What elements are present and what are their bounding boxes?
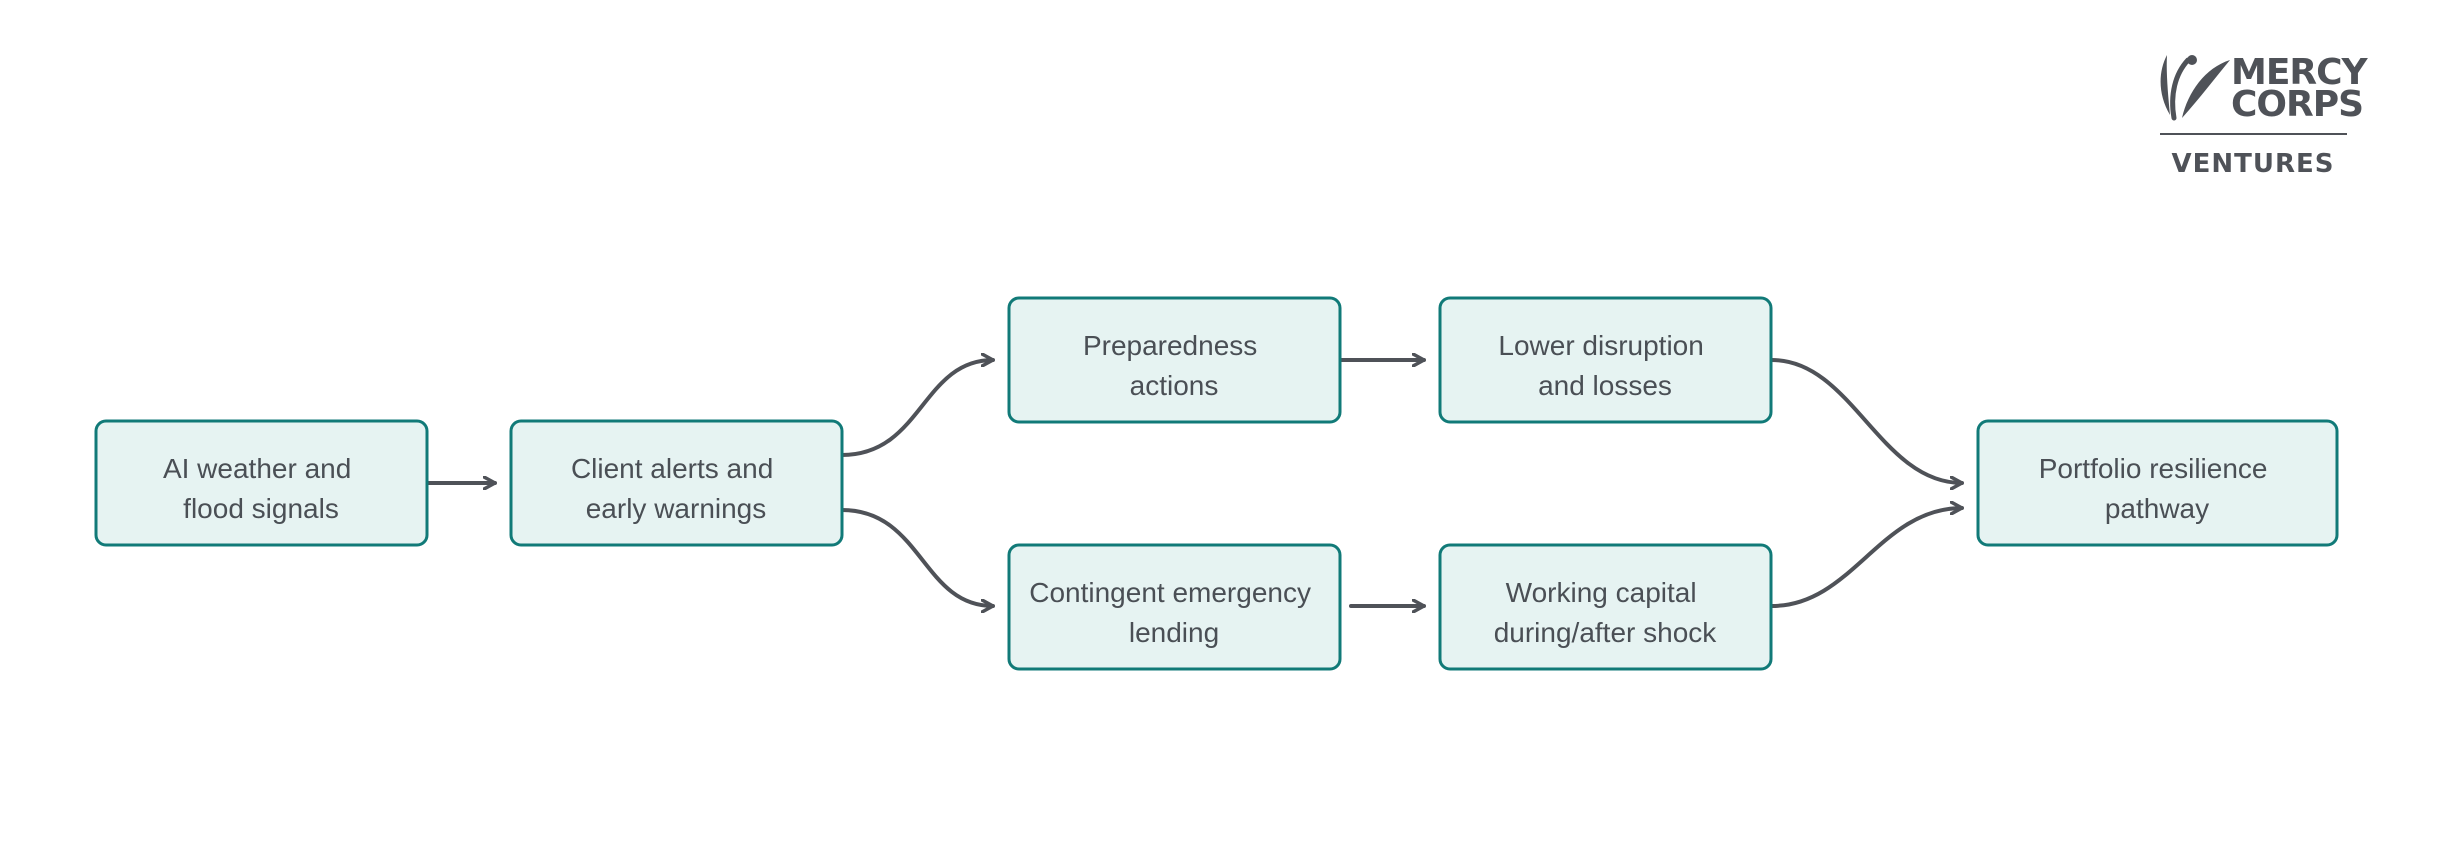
node-box — [509, 419, 844, 547]
node-box — [1007, 296, 1342, 424]
node-label-line: Lower disruption — [1498, 330, 1703, 361]
node-box — [1976, 419, 2339, 547]
node-label-line: Portfolio resilience — [2039, 453, 2268, 484]
mercy-corps-ventures-logo: MERCY CORPS VENTURES — [2160, 52, 2370, 179]
edge-lower-disruption-to-portfolio-resilience — [1770, 358, 1964, 483]
node-label-line: Preparedness — [1083, 330, 1257, 361]
node-ai-weather: AI weather and flood signals — [94, 419, 429, 547]
svg-text:Contingent emergency len: Contingent emergency lending — [1029, 577, 1319, 648]
node-label-line: during/after shock — [1494, 617, 1718, 648]
node-label-line: Client alerts and — [571, 453, 773, 484]
svg-text:Preparedness actions: Preparedness actions — [1083, 330, 1265, 401]
svg-text:AI weather and flood sig: AI weather and flood signals — [163, 453, 359, 524]
logo-line-ventures: VENTURES — [2172, 149, 2335, 179]
node-label-line: lending — [1129, 617, 1219, 648]
logo-leaf-icon — [2160, 55, 2230, 121]
node-label-line: and losses — [1538, 370, 1672, 401]
svg-text:Working capital during/a: Working capital during/after shock — [1494, 577, 1718, 648]
node-label-line: early warnings — [586, 493, 767, 524]
edges — [425, 358, 1964, 608]
svg-text:Client alerts and early: Client alerts and early warnings — [571, 453, 781, 524]
node-box — [1007, 543, 1342, 671]
node-label-line: pathway — [2105, 493, 2209, 524]
node-label-line: flood signals — [183, 493, 339, 524]
node-contingent-lending: Contingent emergency lending — [1007, 543, 1342, 671]
edge-client-alerts-to-contingent-lending — [840, 508, 995, 606]
node-preparedness: Preparedness actions — [1007, 296, 1342, 424]
logo-line-mercy: MERCY — [2231, 52, 2369, 93]
edge-working-capital-to-portfolio-resilience — [1770, 508, 1964, 608]
node-portfolio-resilience: Portfolio resilience pathway — [1976, 419, 2339, 547]
svg-text:Lower disruption and los: Lower disruption and losses — [1498, 330, 1711, 401]
logo-line-corps: CORPS — [2231, 84, 2363, 125]
node-box — [1438, 296, 1773, 424]
node-label-line: Working capital — [1506, 577, 1697, 608]
svg-text:Portfolio resilience pat: Portfolio resilience pathway — [2039, 453, 2276, 524]
node-label-line: Contingent emergency — [1029, 577, 1311, 608]
node-client-alerts: Client alerts and early warnings — [509, 419, 844, 547]
node-lower-disruption: Lower disruption and losses — [1438, 296, 1773, 424]
node-box — [94, 419, 429, 547]
node-working-capital: Working capital during/after shock — [1438, 543, 1773, 671]
node-box — [1438, 543, 1773, 671]
node-label-line: actions — [1130, 370, 1219, 401]
node-label-line: AI weather and — [163, 453, 351, 484]
edge-client-alerts-to-preparedness — [840, 360, 995, 457]
